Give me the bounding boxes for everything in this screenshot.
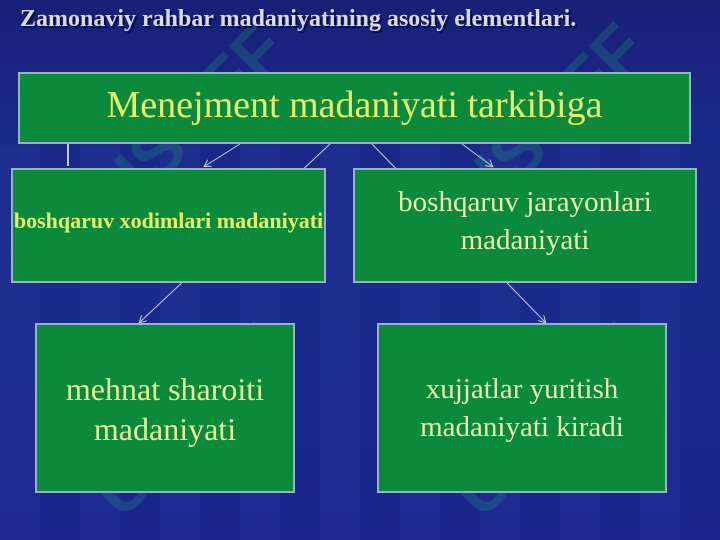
box-bottom-right: xujjatlar yuritish madaniyati kiradi xyxy=(377,323,667,493)
box-top-left: boshqaruv xodimlari madaniyati xyxy=(11,168,326,283)
arrow-to-top-right xyxy=(461,143,492,166)
box-top-left-label: boshqaruv xodimlari madaniyati xyxy=(13,207,324,233)
box-top-right-label: boshqaruv jarayonlari madaniyati xyxy=(398,185,652,256)
box-top-right: boshqaruv jarayonlari madaniyati xyxy=(353,168,697,283)
box-bottom-left-label: mehnat sharoiti madaniyati xyxy=(65,371,265,447)
main-box: Menejment madaniyati tarkibiga xyxy=(18,72,691,144)
box-bottom-right-label: xujjatlar yuritish madaniyati kiradi xyxy=(420,373,624,443)
slide-title: Zamonaviy rahbar madaniyatining asosiy e… xyxy=(20,6,577,32)
arrow-to-top-left xyxy=(205,143,241,166)
box-bottom-left: mehnat sharoiti madaniyati xyxy=(35,323,295,493)
main-box-label: Menejment madaniyati tarkibiga xyxy=(106,84,603,126)
